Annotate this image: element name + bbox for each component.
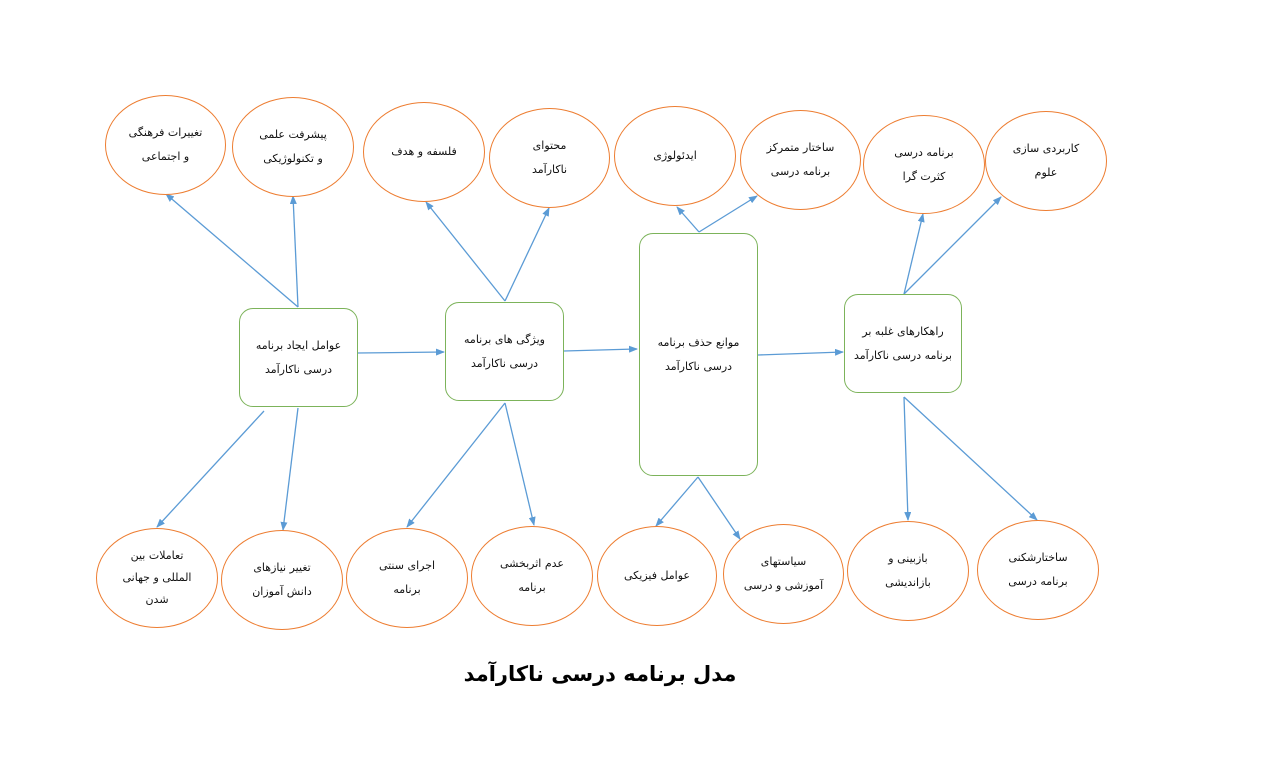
node-text-line: و اجتماعی (141, 150, 190, 163)
node-text-line: بازبینی و (888, 552, 928, 565)
node-text-line: برنامه درسی ناکارآمد (854, 348, 952, 362)
connector-arrow (156, 410, 265, 528)
node-text-line: اجرای سنتی (378, 559, 436, 572)
node-text-line: فلسفه و هدف (391, 145, 457, 158)
connector-arrow (903, 396, 912, 521)
connector-arrow (504, 402, 536, 526)
arrow-layer (156, 193, 1038, 540)
connector-arrow (655, 476, 699, 527)
node-text-line: برنامه درسی (770, 165, 831, 178)
node-features-box: ویژگی های برنامه درسی ناکارآمد (445, 302, 564, 401)
node-text-line: عوامل فیزیکی (624, 569, 690, 582)
connector-arrow (903, 196, 1002, 295)
oval-traditional-implementation: اجرای سنتی برنامه (346, 528, 468, 628)
node-text-line: کاربردی سازی (1012, 142, 1080, 155)
oval-educational-policies: سیاستهای آموزشی و درسی (723, 524, 844, 624)
node-text-line: عدم اثربخشی (500, 557, 564, 570)
node-text-line: بازاندیشی (885, 576, 931, 589)
oval-ineffectiveness: عدم اثربخشی برنامه (471, 526, 593, 626)
node-text-line: موانع حذف برنامه (657, 335, 740, 349)
node-text-line: شدن (145, 593, 169, 606)
oval-pluralist-curriculum: برنامه درسی کثرت گرا (863, 115, 985, 214)
node-text-line: درسی ناکارآمد (470, 356, 539, 370)
node-solutions-box: راهکارهای غلبه بر برنامه درسی ناکارآمد (844, 294, 962, 393)
node-text-line: راهکارهای غلبه بر (862, 324, 944, 338)
connector-arrow (289, 195, 299, 308)
node-text-line: برنامه درسی (894, 145, 954, 159)
node-text-line: درسی ناکارآمد (664, 359, 733, 373)
node-text-line: ساختارشکنی (1008, 551, 1068, 564)
oval-student-needs: تغییر نیازهای دانش آموزان (221, 530, 343, 630)
oval-review-rethink: بازبینی و بازاندیشی (847, 521, 969, 621)
node-factors-box: عوامل ایجاد برنامه درسی ناکارآمد (239, 308, 358, 407)
node-text-line: ایدئولوژی (653, 149, 697, 162)
connector-arrow (903, 213, 925, 295)
node-text-line: ساختار متمرکز (766, 141, 835, 154)
node-text-line: محتوای (532, 139, 567, 152)
connector-arrow (903, 396, 1038, 521)
node-text-line: عوامل ایجاد برنامه (255, 338, 342, 352)
oval-philosophy-goal: فلسفه و هدف (363, 102, 485, 202)
connector-arrow (563, 345, 638, 353)
node-text-line: ویژگی های برنامه (464, 332, 545, 346)
connector-arrow (698, 195, 758, 233)
connector-arrow (697, 476, 741, 540)
node-text-line: آموزشی و درسی (743, 579, 824, 592)
oval-deconstruction: ساختارشکنی برنامه درسی (977, 520, 1099, 620)
connector-arrow (757, 348, 844, 356)
node-text-line: پیشرفت علمی (259, 128, 327, 141)
node-text-line: المللی و جهانی (122, 571, 192, 584)
node-text-line: دانش آموزان (252, 585, 312, 598)
node-text-line: تغییرات فرهنگی (128, 126, 203, 139)
connector-arrow (504, 207, 550, 302)
oval-centralized-structure: ساختار متمرکز برنامه درسی (740, 110, 861, 210)
node-text-line: تعاملات بین (130, 549, 184, 562)
oval-cultural-changes: تغییرات فرهنگی و اجتماعی (105, 95, 226, 195)
oval-scientific-progress: پیشرفت علمی و تکنولوژیکی (232, 97, 354, 197)
oval-ineffective-content: محتوای ناکارآمد (489, 108, 610, 208)
node-text-line: سیاستهای (760, 555, 807, 568)
connector-arrow (356, 348, 445, 356)
connector-arrow (676, 206, 700, 233)
connector-arrow (406, 402, 506, 528)
connector-arrow (165, 193, 299, 308)
node-text-line: برنامه (393, 583, 421, 596)
node-text-line: کثرت گرا (902, 169, 946, 183)
node-text-line: علوم (1034, 166, 1058, 179)
node-barriers-box: موانع حذف برنامه درسی ناکارآمد (639, 233, 758, 476)
oval-international-interactions: تعاملات بین المللی و جهانی شدن (96, 528, 218, 628)
connector-arrow (280, 407, 299, 531)
node-text-line: تغییر نیازهای (253, 561, 311, 574)
connector-arrow (425, 201, 506, 302)
node-text-line: و تکنولوژیکی (263, 152, 323, 165)
oval-applied-sciences: کاربردی سازی علوم (985, 111, 1107, 211)
oval-physical-factors: عوامل فیزیکی (597, 526, 717, 626)
node-text-line: برنامه (518, 581, 546, 594)
node-text-line: درسی ناکارآمد (264, 362, 333, 376)
oval-ideology: ایدئولوژی (614, 106, 736, 206)
node-text-line: برنامه درسی (1008, 575, 1068, 588)
diagram-caption: مدل برنامه درسی ناکارآمد (463, 662, 737, 686)
node-text-line: ناکارآمد (531, 163, 568, 176)
